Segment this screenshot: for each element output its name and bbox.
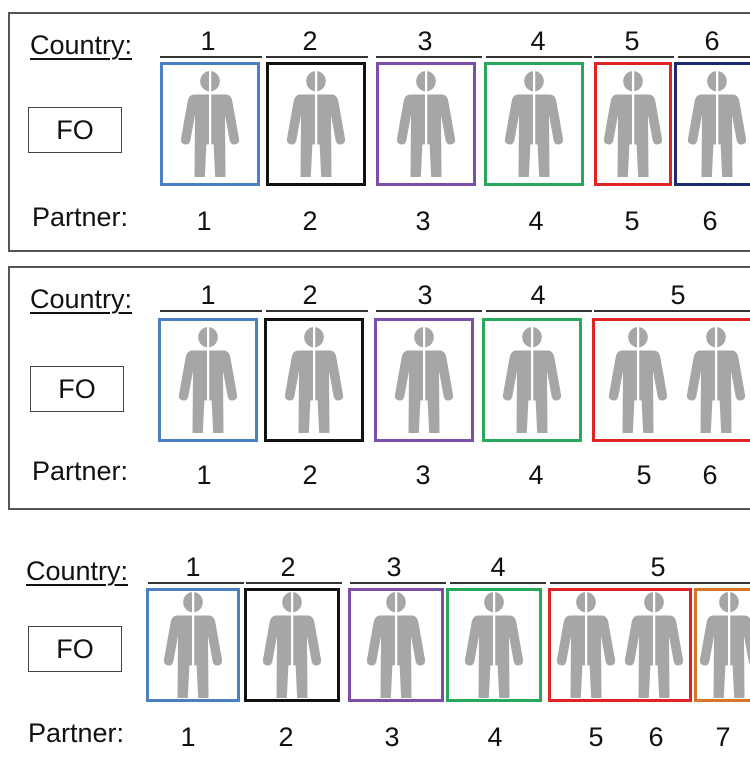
- country-underline: [350, 582, 446, 584]
- country-number: 6: [704, 26, 720, 56]
- country-frame-black: [244, 588, 340, 702]
- country-frame-black: [266, 62, 366, 186]
- person-icon: [365, 592, 427, 698]
- country-frame-green: [446, 588, 542, 702]
- person-icon: [602, 71, 664, 177]
- person-icon: [698, 592, 750, 698]
- country-underline: [376, 310, 482, 312]
- country-underline: [160, 56, 262, 58]
- partner-number: 2: [302, 460, 318, 490]
- country-frame-purple: [348, 588, 444, 702]
- partner-number: 1: [196, 460, 212, 490]
- partner-number: 1: [196, 206, 212, 236]
- partner-number: 3: [415, 460, 431, 490]
- country-number: 5: [670, 280, 686, 310]
- person-icon: [162, 592, 224, 698]
- person-icon: [685, 327, 747, 433]
- country-number: 2: [302, 26, 318, 56]
- person-icon: [555, 592, 617, 698]
- country-number: 3: [386, 552, 402, 582]
- person-icon: [463, 592, 525, 698]
- country-underline: [594, 310, 750, 312]
- person-icon: [283, 327, 345, 433]
- country-number: 3: [417, 280, 433, 310]
- country-frame-green: [482, 318, 582, 442]
- country-underline: [550, 582, 750, 584]
- partner-number: 6: [702, 206, 718, 236]
- country-label: Country:: [30, 284, 133, 314]
- country-underline: [486, 56, 592, 58]
- country-underline: [160, 310, 262, 312]
- partner-label: Partner:: [32, 456, 129, 486]
- country-number: 5: [624, 26, 640, 56]
- partner-number: 4: [487, 722, 503, 752]
- person-icon: [261, 592, 323, 698]
- country-underline: [266, 56, 368, 58]
- partner-number: 4: [528, 206, 544, 236]
- partner-label: Partner:: [28, 718, 125, 748]
- partner-number: 1: [180, 722, 196, 752]
- partner-number: 3: [415, 206, 431, 236]
- scenario-panel-3: Country: FO Partner: 1 2 3 4 5 1 2 3 4 5 6 7: [8, 540, 750, 760]
- country-underline: [376, 56, 482, 58]
- country-number: 4: [490, 552, 506, 582]
- partner-number: 6: [702, 460, 718, 490]
- person-icon: [393, 327, 455, 433]
- partner-number: 5: [636, 460, 652, 490]
- country-underline: [148, 582, 244, 584]
- fo-box: FO: [28, 626, 122, 672]
- country-underline: [594, 56, 674, 58]
- country-number: 3: [417, 26, 433, 56]
- country-underline: [678, 56, 750, 58]
- partner-label: Partner:: [32, 202, 129, 232]
- country-label: Country:: [26, 556, 129, 586]
- country-number: 1: [200, 26, 216, 56]
- partner-number: 2: [278, 722, 294, 752]
- country-frame-purple: [376, 62, 476, 186]
- country-number: 4: [530, 280, 546, 310]
- country-frame-purple: [374, 318, 474, 442]
- country-label: Country:: [30, 30, 133, 60]
- partner-number: 3: [384, 722, 400, 752]
- country-number: 2: [280, 552, 296, 582]
- country-frame-red: [548, 588, 692, 702]
- scenario-panel-2: Country: FO Partner: 1 2 3 4 5 1 2 3 4 5 6: [8, 266, 750, 510]
- fo-box: FO: [28, 107, 122, 153]
- country-number: 1: [200, 280, 216, 310]
- country-frame-blue: [160, 62, 260, 186]
- partner-number: 7: [715, 722, 731, 752]
- person-icon: [501, 327, 563, 433]
- partner-number: 6: [648, 722, 664, 752]
- country-frame-black: [264, 318, 364, 442]
- person-icon: [177, 327, 239, 433]
- country-frame-green: [484, 62, 584, 186]
- person-icon: [179, 71, 241, 177]
- fo-box: FO: [30, 366, 124, 412]
- partner-number: 2: [302, 206, 318, 236]
- partner-number: 5: [588, 722, 604, 752]
- country-frame-blue: [158, 318, 258, 442]
- country-underline: [450, 582, 546, 584]
- country-frame-red: [594, 62, 672, 186]
- country-frame-orange: [694, 588, 750, 702]
- person-icon: [607, 327, 669, 433]
- country-number: 2: [302, 280, 318, 310]
- person-icon: [285, 71, 347, 177]
- country-frame-blue: [146, 588, 240, 702]
- country-number: 5: [650, 552, 666, 582]
- partner-number: 4: [528, 460, 544, 490]
- country-frame-red: [592, 318, 750, 442]
- country-number: 4: [530, 26, 546, 56]
- person-icon: [503, 71, 565, 177]
- country-number: 1: [185, 552, 201, 582]
- country-underline: [246, 582, 342, 584]
- scenario-panel-1: Country: FO Partner: 1 2 3 4 5 6 1 2 3 4 5 6: [8, 12, 750, 252]
- country-underline: [266, 310, 368, 312]
- partner-number: 5: [624, 206, 640, 236]
- person-icon: [686, 71, 748, 177]
- person-icon: [623, 592, 685, 698]
- country-underline: [486, 310, 592, 312]
- person-icon: [395, 71, 457, 177]
- country-frame-navy: [674, 62, 750, 186]
